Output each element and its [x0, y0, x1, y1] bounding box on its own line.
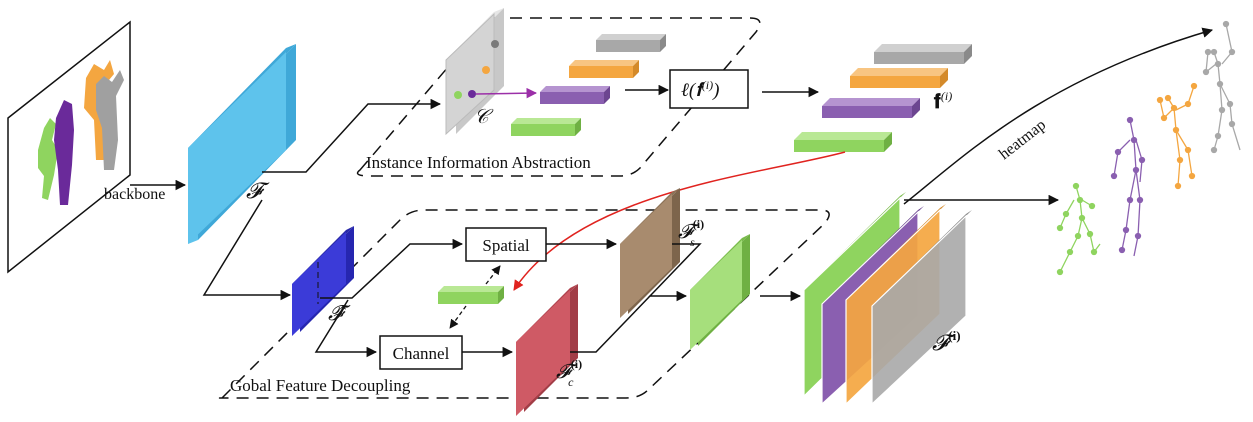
spatial-guide-arrow	[485, 265, 501, 285]
to-channel-arrow	[314, 299, 378, 358]
loss-text: ℓ(𝐟(i))	[681, 78, 719, 101]
fused-map	[690, 234, 750, 350]
output-label: 𝓕(i)	[932, 328, 961, 355]
bar-green-large	[794, 132, 892, 152]
instance-region-label: Instance Information Abstraction	[366, 153, 591, 172]
bar-gray-large	[874, 44, 972, 64]
channel-box: Channel	[379, 335, 463, 370]
to-instance-arrow	[262, 98, 442, 173]
output-map-gray	[871, 210, 972, 406]
person-silhouettes	[38, 60, 124, 205]
center-heatmap	[445, 8, 504, 136]
bar-orange-small	[569, 60, 639, 78]
bar-purple-large	[822, 98, 920, 118]
feature-map-label: 𝓕	[246, 178, 270, 203]
fc-label: 𝓕(i)c	[556, 357, 582, 389]
heatmap-label: heatmap	[996, 116, 1049, 163]
bar-green-small	[511, 118, 581, 136]
bar-orange-large	[850, 68, 948, 88]
output-maps	[803, 192, 972, 406]
fc-merge-line	[570, 295, 651, 353]
global-region-label: Gobal Feature Decoupling	[230, 376, 411, 395]
spatial-label: Spatial	[482, 236, 529, 255]
channel-guide-arrow	[449, 305, 467, 329]
input-image	[7, 20, 131, 274]
instance-bars-left	[511, 34, 666, 136]
bar-purple-small	[540, 86, 610, 104]
pose-skeleton-green	[1056, 182, 1101, 276]
channel-label: Channel	[393, 344, 450, 363]
pose-skeleton-gray	[1202, 20, 1241, 154]
fs-merge-arrow	[648, 243, 702, 302]
pose-skeleton-purple	[1110, 116, 1146, 257]
bar-gray-small	[596, 34, 666, 52]
purple-arrow	[475, 87, 538, 99]
heatmap-arrow	[903, 27, 1214, 205]
pose-skeleton-orange	[1156, 82, 1198, 190]
instance-bars-right	[794, 44, 972, 152]
spatial-box: Spatial	[465, 227, 547, 262]
backbone-feature-map	[188, 44, 296, 244]
fs-label: 𝓕(i)s	[678, 217, 704, 249]
instance-feature-label: 𝐟(i)	[933, 89, 952, 113]
instance-region-border	[356, 17, 761, 177]
global-region-border	[218, 209, 830, 399]
loss-box: ℓ(𝐟(i))	[669, 69, 749, 109]
centers-label: 𝒞	[474, 106, 494, 128]
backbone-label: backbone	[104, 186, 165, 203]
fhat-map	[292, 226, 354, 336]
instance-feature-center	[438, 286, 504, 304]
fc-map	[516, 284, 578, 416]
to-global-arrow	[202, 199, 292, 301]
fs-map	[620, 188, 680, 318]
to-spatial-arrow	[320, 238, 464, 299]
